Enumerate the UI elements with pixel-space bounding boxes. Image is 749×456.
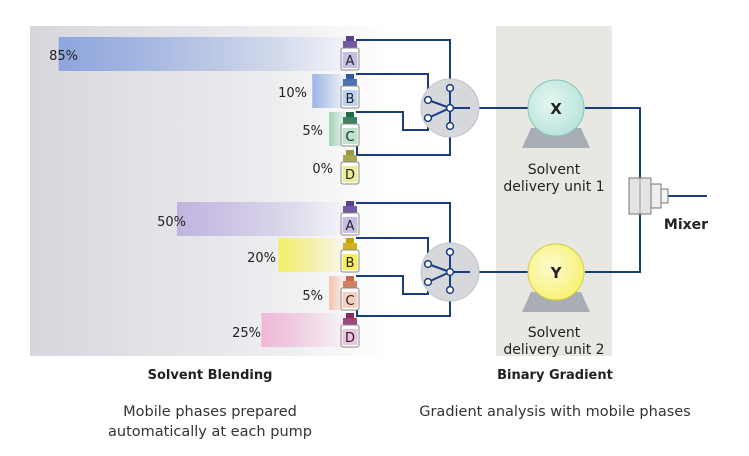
pump-x: X bbox=[522, 79, 590, 148]
gradient-section-title: Binary Gradient bbox=[497, 368, 613, 383]
bottle-1a-letter: A bbox=[346, 54, 355, 69]
bottle-1b: B bbox=[340, 74, 360, 109]
percent-label-2a: 50% bbox=[157, 215, 186, 230]
pipe-pump-x-mixer bbox=[585, 107, 641, 178]
bottle-1d-letter: D bbox=[345, 168, 355, 183]
bottle-1d: D bbox=[340, 150, 360, 185]
unit2-bar-a bbox=[177, 202, 346, 236]
mixer bbox=[628, 177, 669, 215]
bottle-2a: A bbox=[340, 201, 360, 236]
percent-label-2d: 25% bbox=[232, 326, 261, 341]
pump-2-caption-line2: delivery unit 2 bbox=[503, 342, 604, 358]
pump-1-caption-line1: Solvent bbox=[528, 162, 581, 178]
blending-caption-line2: automatically at each pump bbox=[108, 424, 312, 440]
mixing-valve-1 bbox=[420, 78, 480, 138]
bottle-2c: C bbox=[340, 276, 360, 311]
gradient-caption: Gradient analysis with mobile phases bbox=[419, 404, 691, 420]
pump-y-label: Y bbox=[550, 264, 563, 282]
percent-label-1d: 0% bbox=[312, 162, 333, 177]
percent-label-1a: 85% bbox=[49, 49, 78, 64]
bottle-2d: D bbox=[340, 313, 360, 348]
blending-bars-unit-2 bbox=[177, 202, 346, 347]
bottle-2b-letter: B bbox=[346, 256, 355, 271]
bottles-unit-1: A B C D bbox=[340, 36, 360, 185]
pipe-2a bbox=[356, 202, 451, 252]
bottle-1b-letter: B bbox=[346, 92, 355, 107]
bottle-2a-letter: A bbox=[346, 219, 355, 234]
bottle-2c-letter: C bbox=[345, 294, 354, 309]
pipe-pump-y-mixer bbox=[585, 214, 641, 273]
bottle-2d-letter: D bbox=[345, 331, 355, 346]
unit2-bar-d bbox=[261, 313, 346, 347]
bottle-1c-letter: C bbox=[345, 130, 354, 145]
pipe-1a bbox=[356, 39, 451, 88]
bottle-1c: C bbox=[340, 112, 360, 147]
bottle-2b: B bbox=[340, 238, 360, 273]
percent-label-2b: 20% bbox=[247, 251, 276, 266]
percent-label-1b: 10% bbox=[278, 86, 307, 101]
unit1-bar-b bbox=[312, 74, 346, 108]
pump-y: Y bbox=[522, 243, 590, 312]
bottles-unit-2: A B C D bbox=[340, 201, 360, 348]
bottle-1a: A bbox=[340, 36, 360, 71]
blending-caption-line1: Mobile phases prepared bbox=[123, 404, 297, 420]
pump-2-caption-line1: Solvent bbox=[528, 325, 581, 341]
pump-1-caption-line2: delivery unit 1 bbox=[503, 179, 604, 195]
percent-label-1c: 5% bbox=[302, 124, 323, 139]
blending-section-title: Solvent Blending bbox=[147, 368, 273, 383]
mixer-label: Mixer bbox=[664, 217, 708, 233]
unit1-bar-a bbox=[58, 37, 346, 71]
unit2-bar-b bbox=[278, 238, 346, 272]
percent-label-2c: 5% bbox=[302, 289, 323, 304]
mixing-valve-2 bbox=[420, 242, 480, 302]
pump-x-label: X bbox=[550, 100, 562, 118]
